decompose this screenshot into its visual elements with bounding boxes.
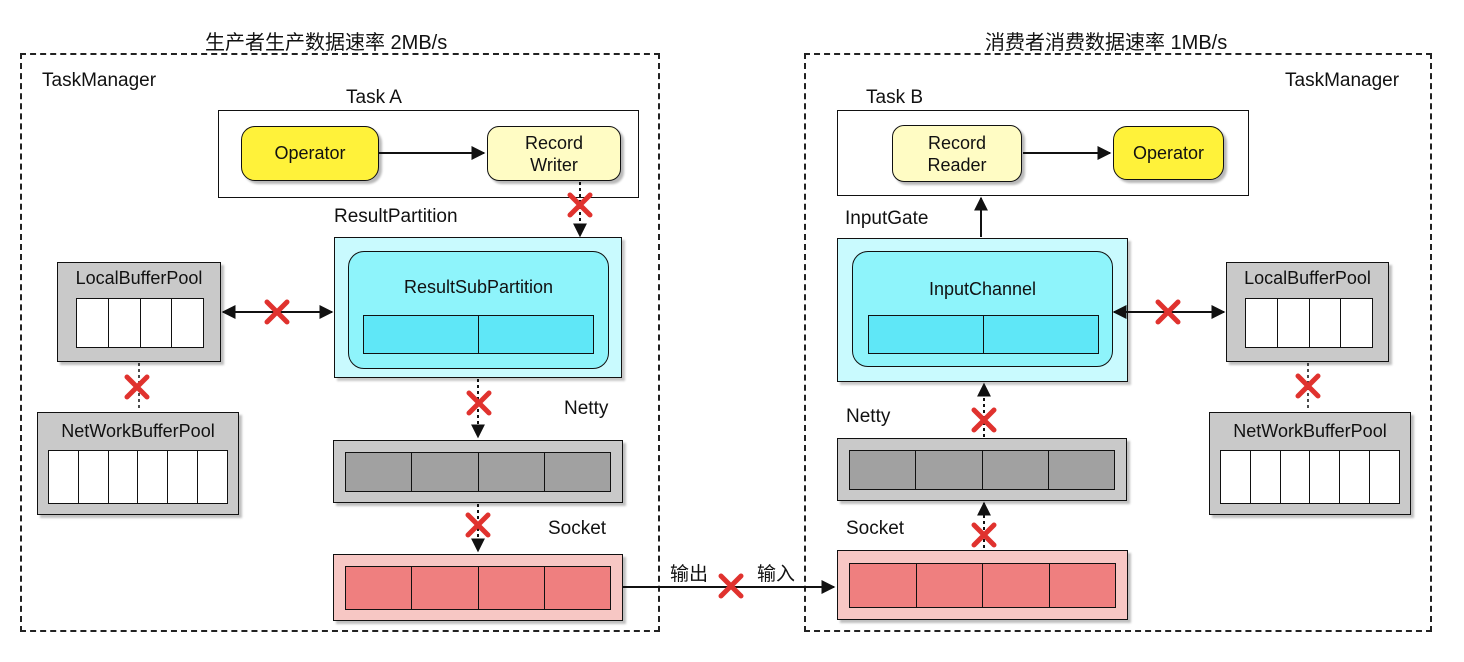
record-reader[interactable]: Record Reader (892, 125, 1022, 182)
producer-taskmanager-container (20, 53, 660, 632)
input-label: 输入 (757, 564, 796, 585)
producer-netty-cells (345, 452, 611, 492)
producer-netty-label: Netty (564, 398, 609, 419)
producer-network-buffer-pool[interactable]: NetWorkBufferPool (37, 412, 239, 515)
producer-network-buffers (48, 450, 228, 504)
producer-socket-label: Socket (548, 518, 607, 539)
input-channel-label: InputChannel (928, 279, 1037, 299)
producer-taskmanager-label: TaskManager (42, 70, 157, 91)
consumer-local-buffers (1245, 298, 1373, 348)
consumer-taskmanager-container (804, 53, 1432, 632)
task-b-label: Task B (866, 87, 924, 108)
consumer-netty-cells (849, 450, 1115, 490)
record-writer[interactable]: Record Writer (487, 126, 621, 181)
producer-local-buffer-pool-label: LocalBufferPool (75, 268, 203, 288)
producer-local-buffer-pool[interactable]: LocalBufferPool (57, 262, 221, 362)
consumer-socket-buffer[interactable] (837, 550, 1128, 620)
result-subpartition-buffers (363, 315, 594, 354)
producer-netty-buffer[interactable] (333, 440, 623, 503)
producer-socket-cells (345, 566, 611, 610)
producer-network-blocked-cross-icon (127, 377, 147, 397)
consumer-netty-label: Netty (846, 406, 891, 427)
input-gate-label: InputGate (845, 208, 929, 229)
producer-network-buffer-pool-label: NetWorkBufferPool (61, 421, 215, 441)
producer-operator[interactable]: Operator (241, 126, 379, 181)
consumer-operator[interactable]: Operator (1113, 126, 1224, 180)
task-a-label: Task A (346, 87, 402, 108)
consumer-local-buffer-pool-label: LocalBufferPool (1244, 268, 1371, 288)
result-subpartition-label: ResultSubPartition (403, 277, 554, 297)
consumer-local-buffer-pool[interactable]: LocalBufferPool (1226, 262, 1389, 362)
producer-local-buffers (76, 298, 204, 348)
consumer-rate-title: 消费者消费数据速率 1MB/s (985, 32, 1228, 54)
consumer-network-buffer-pool[interactable]: NetWorkBufferPool (1209, 412, 1411, 515)
consumer-socket-label: Socket (846, 518, 905, 539)
consumer-taskmanager-label: TaskManager (1285, 70, 1400, 91)
consumer-socket-cells (849, 563, 1116, 608)
producer-socket-buffer[interactable] (333, 554, 623, 621)
input-channel-buffers (868, 315, 1099, 354)
result-partition-label: ResultPartition (334, 206, 458, 227)
consumer-netty-buffer[interactable] (837, 438, 1127, 501)
producer-rate-title: 生产者生产数据速率 2MB/s (205, 32, 448, 54)
consumer-network-buffers (1220, 450, 1400, 504)
consumer-network-buffer-pool-label: NetWorkBufferPool (1233, 421, 1387, 441)
output-label: 输出 (670, 564, 709, 585)
